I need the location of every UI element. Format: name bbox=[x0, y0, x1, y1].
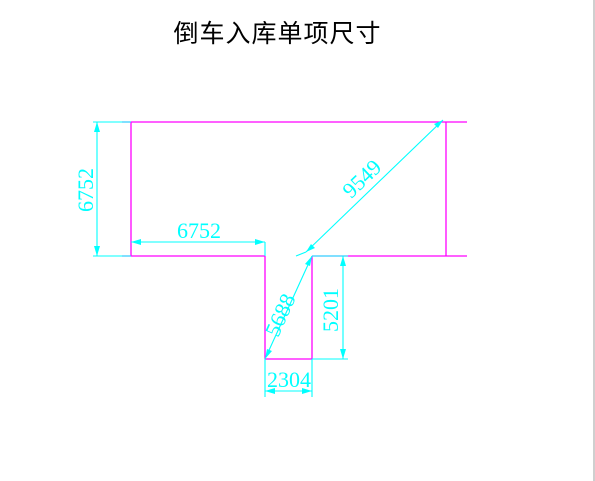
left-dim-arrow-bottom bbox=[94, 246, 100, 256]
diag-garage-arrow-bottom bbox=[265, 349, 272, 359]
top-width-label: 6752 bbox=[177, 218, 221, 243]
left-dim-arrow-top bbox=[94, 122, 100, 132]
diag-main-arrow-top bbox=[434, 120, 443, 128]
garage-width-label: 2304 bbox=[267, 367, 311, 392]
top-dim-arrow-right bbox=[255, 239, 265, 245]
top-dim-arrow-left bbox=[131, 239, 141, 245]
boundary-lines bbox=[122, 121, 467, 360]
garage-depth-label: 5201 bbox=[318, 288, 343, 332]
diagonal-main-label: 9549 bbox=[337, 154, 386, 203]
width-dim-arrow-left bbox=[265, 388, 275, 394]
width-dim-arrow-right bbox=[302, 388, 312, 394]
diagonal-garage-label: 5688 bbox=[260, 290, 301, 340]
diag-garage-arrow-top bbox=[305, 256, 312, 266]
diag-garage-line bbox=[264, 255, 313, 360]
diag-main-arrow-bottom bbox=[306, 244, 315, 252]
dimension-lines bbox=[93, 119, 444, 397]
depth-dim-arrow-top bbox=[340, 256, 346, 266]
window-edge bbox=[593, 0, 595, 481]
diag-main-ext bbox=[295, 251, 307, 257]
depth-dim-arrow-bottom bbox=[340, 349, 346, 359]
left-height-label: 6752 bbox=[73, 168, 98, 212]
diag-main-line bbox=[305, 119, 444, 253]
page-title: 倒车入库单项尺寸 bbox=[173, 19, 382, 48]
